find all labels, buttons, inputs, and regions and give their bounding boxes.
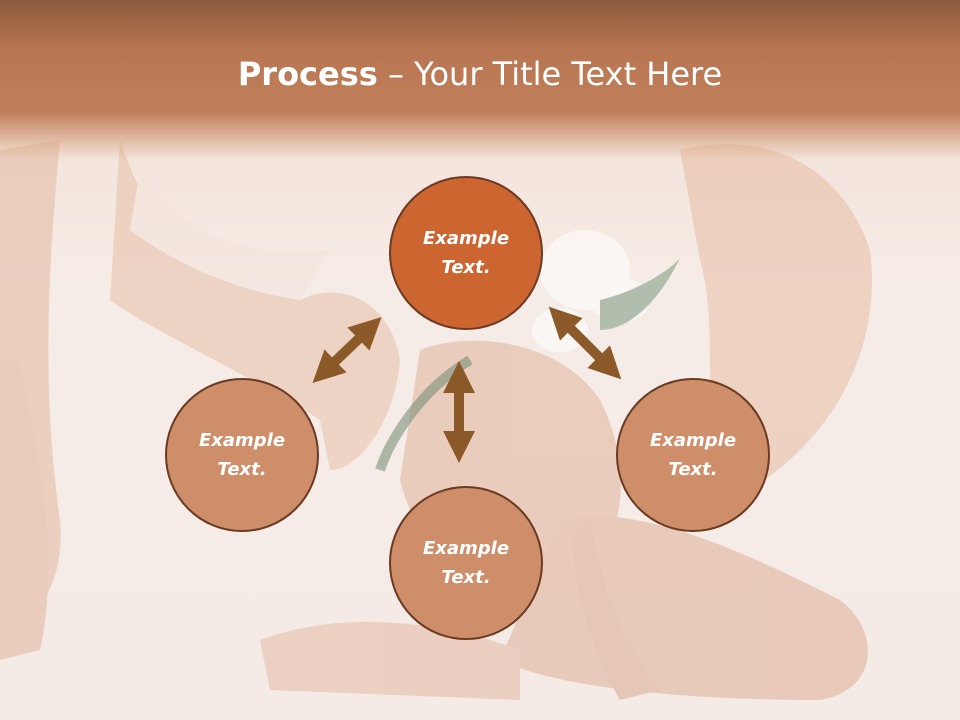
arrow-right-top (548, 306, 622, 380)
arrow-left-top (312, 316, 382, 384)
slide-title: Process – Your Title Text Here (0, 52, 960, 96)
title-rest: – Your Title Text Here (377, 55, 723, 93)
title-bar (0, 0, 960, 160)
title-bold: Process (237, 55, 378, 93)
